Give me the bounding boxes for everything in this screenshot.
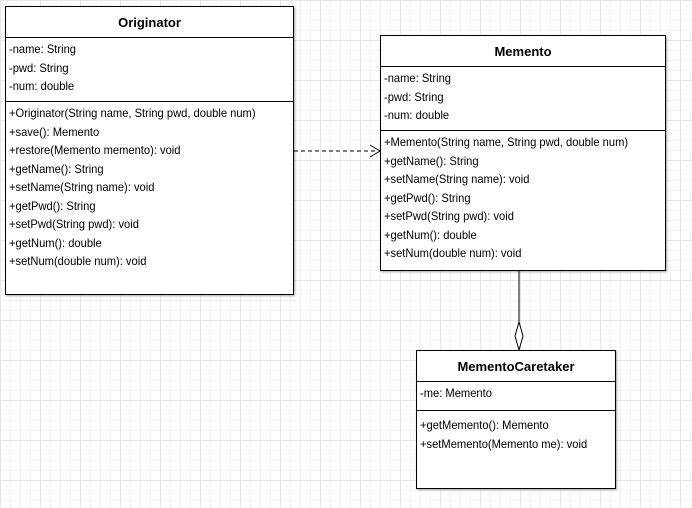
attribute: -num: double (384, 108, 450, 122)
class-name: Memento (381, 36, 665, 67)
class-originator[interactable]: Originator -name: String -pwd: String -n… (5, 6, 294, 295)
attribute: -num: double (9, 79, 75, 93)
attributes-section: -name: String -pwd: String -num: double (6, 38, 293, 102)
attribute: -name: String (384, 71, 451, 85)
aggregation-connector[interactable] (514, 271, 524, 352)
class-memento[interactable]: Memento -name: String -pwd: String -num:… (380, 35, 666, 271)
method: +setPwd(String pwd): void (384, 209, 514, 223)
method: +setMemento(Memento me): void (420, 436, 588, 451)
method: +getPwd(): String (384, 190, 471, 205)
method: +Memento(String name, String pwd, double… (384, 135, 629, 149)
method: +restore(Memento memento): void (9, 143, 181, 157)
methods-section: +getMemento(): Memento +setMemento(Memen… (417, 411, 615, 453)
method: +getNum(): double (384, 227, 477, 242)
class-memento-caretaker[interactable]: MementoCaretaker -me: Memento +getMement… (416, 350, 616, 489)
method: +setName(String name): void (9, 180, 155, 194)
attribute: -me: Memento (420, 386, 492, 400)
attributes-section: -me: Memento (417, 382, 615, 411)
dependency-arrow[interactable] (294, 144, 381, 158)
method: +setNum(double num): void (9, 254, 147, 268)
attribute: -pwd: String (384, 89, 444, 104)
attributes-section: -name: String -pwd: String -num: double (381, 67, 665, 131)
attribute: -pwd: String (9, 60, 69, 75)
method: +Originator(String name, String pwd, dou… (9, 106, 256, 120)
attribute: -name: String (9, 42, 76, 56)
methods-section: +Originator(String name, String pwd, dou… (6, 102, 293, 271)
class-name: Originator (6, 7, 293, 38)
method: +setNum(double num): void (384, 246, 522, 260)
method: +getName(): String (9, 161, 104, 176)
method: +getPwd(): String (9, 198, 96, 213)
method: +getNum(): double (9, 235, 102, 250)
method: +save(): Memento (9, 124, 100, 139)
methods-section: +Memento(String name, String pwd, double… (381, 131, 665, 263)
method: +getName(): String (384, 153, 479, 168)
method: +setName(String name): void (384, 172, 530, 186)
method: +setPwd(String pwd): void (9, 217, 139, 231)
class-name: MementoCaretaker (417, 351, 615, 382)
method: +getMemento(): Memento (420, 418, 549, 432)
